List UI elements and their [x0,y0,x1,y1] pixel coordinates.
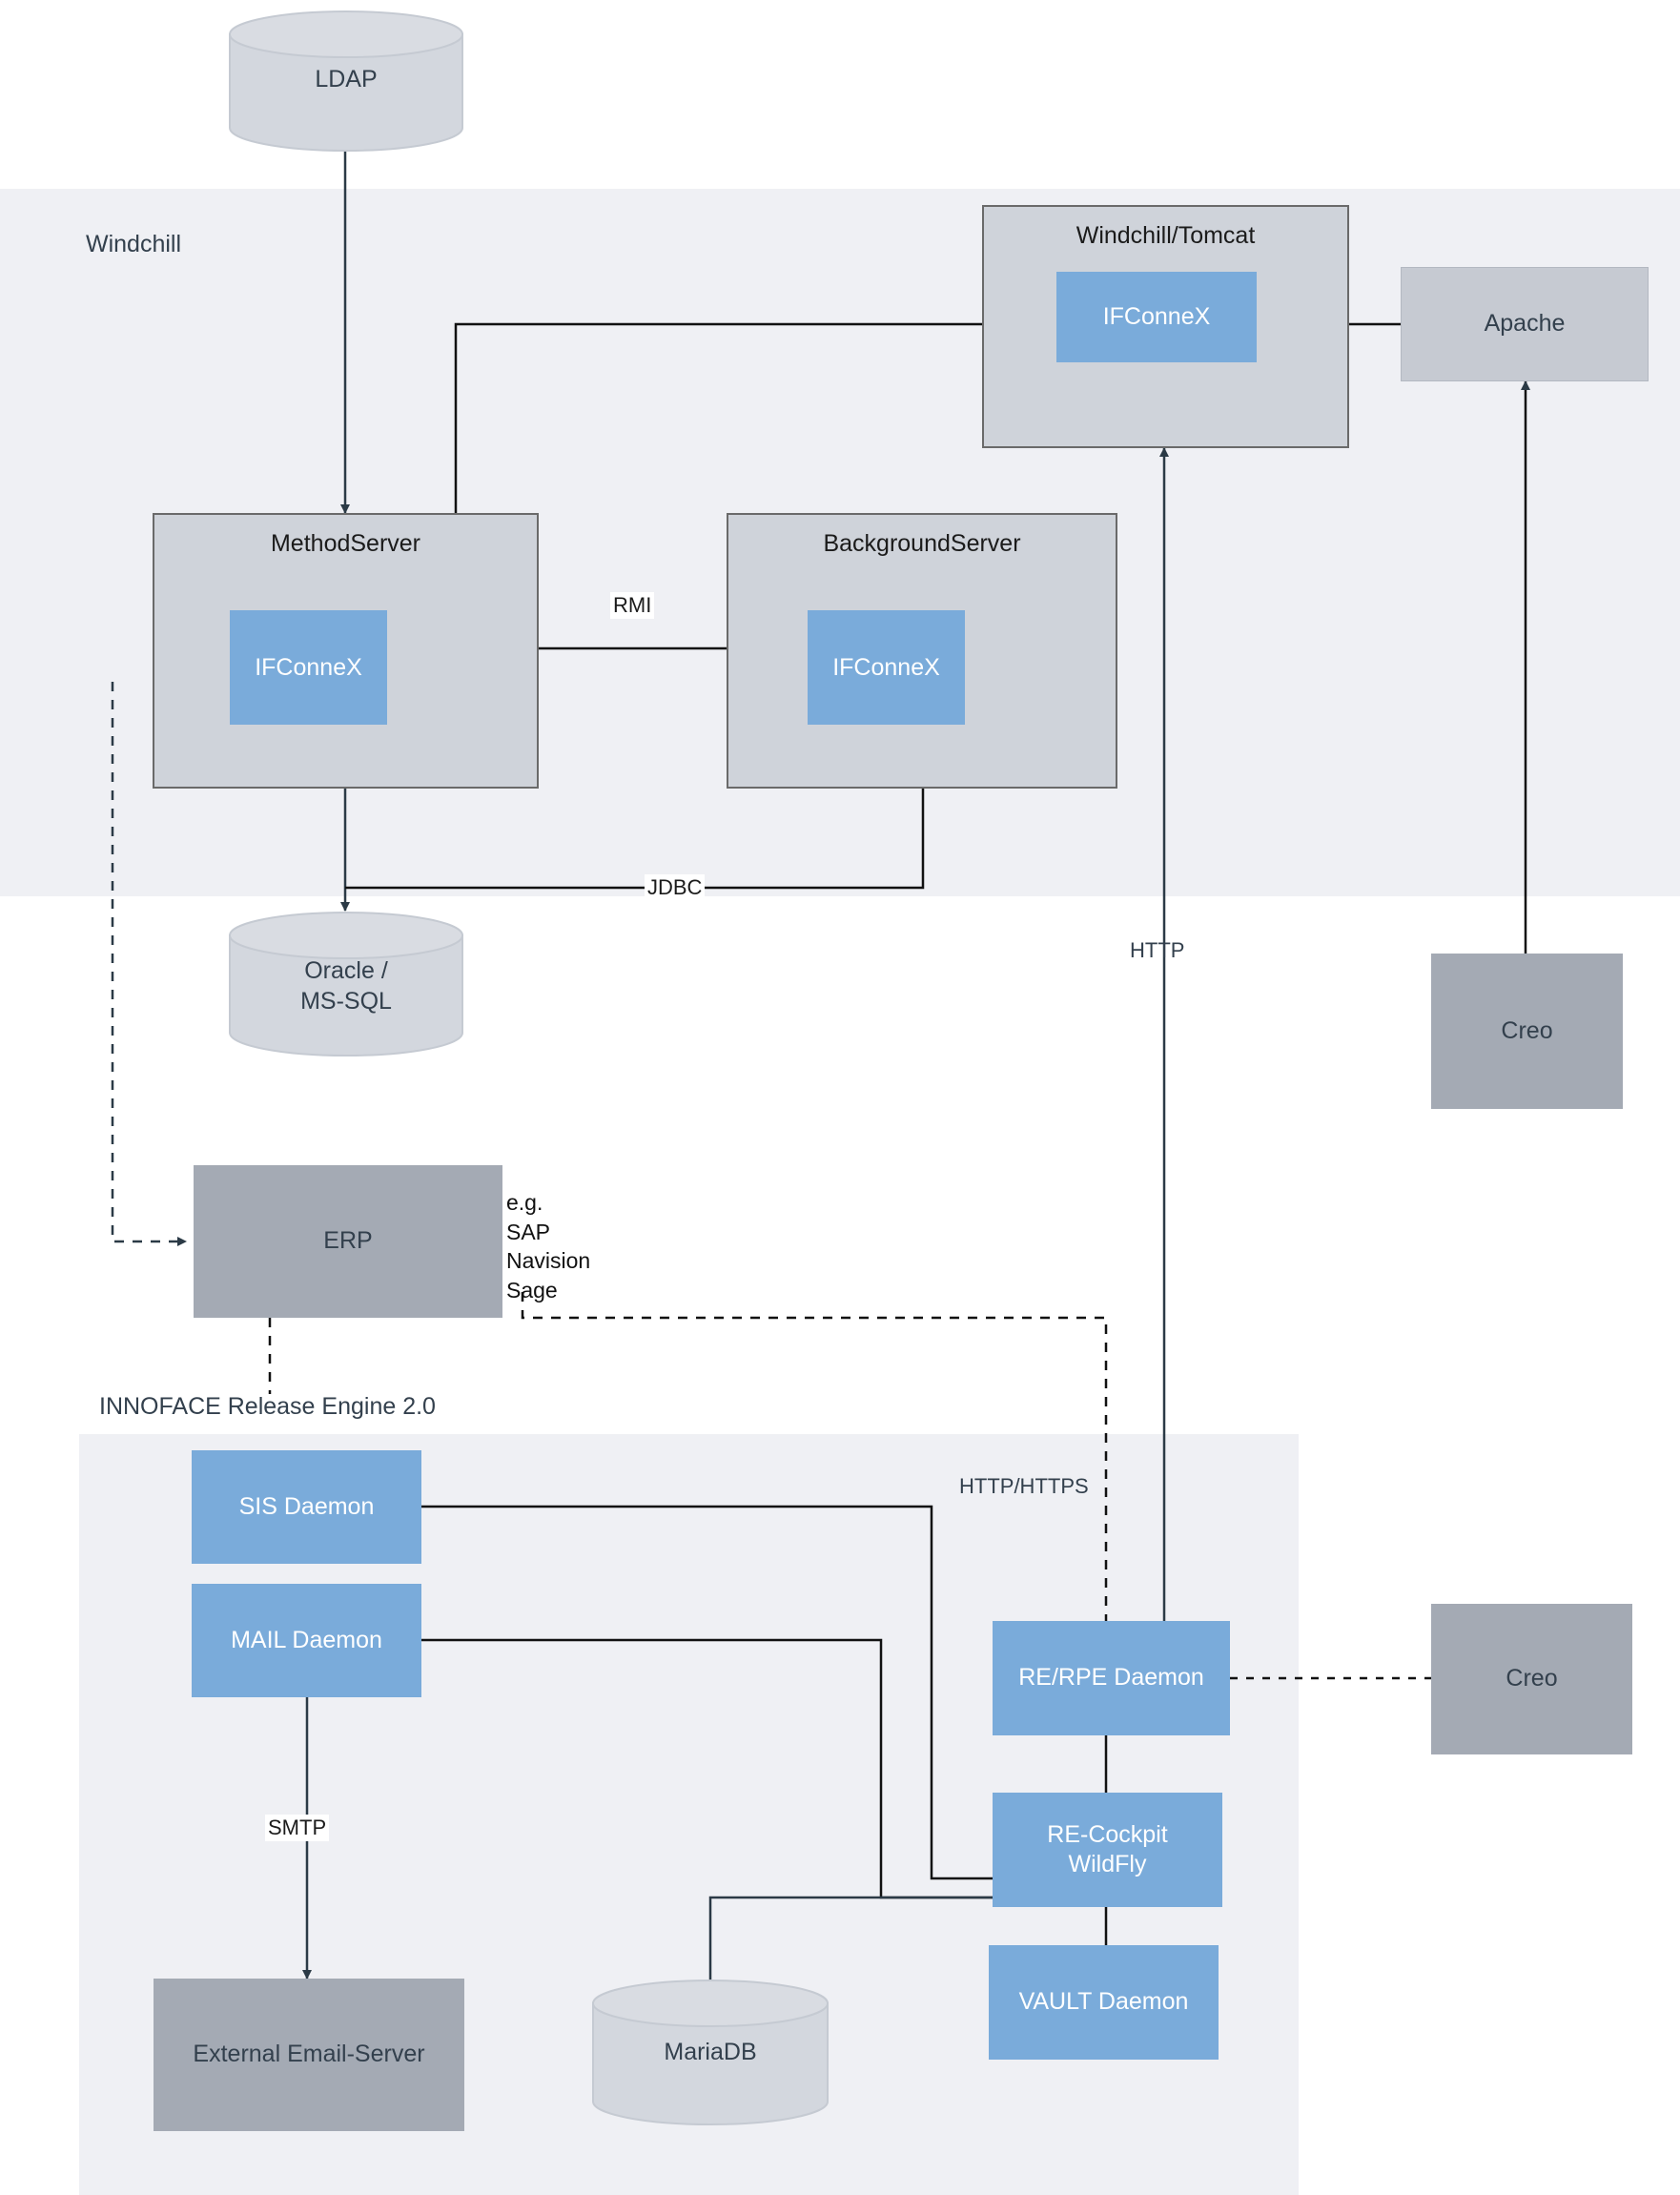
cylinder-icon [229,912,463,1056]
node-background-server-ifconnex[interactable]: IFConneX [808,610,965,725]
cylinder-icon [229,10,463,152]
node-re-cockpit-label-line2: WildFly [1068,1851,1147,1877]
node-method-server-label: MethodServer [270,530,421,557]
node-re-cockpit-wildfly[interactable]: RE-Cockpit WildFly [993,1793,1222,1907]
node-method-server-ifconnex[interactable]: IFConneX [230,610,387,725]
node-background-server[interactable]: BackgroundServer IFConneX [727,513,1117,789]
edge-label-jdbc: JDBC [645,874,706,901]
node-erp[interactable]: ERP [194,1165,502,1318]
node-mail-daemon[interactable]: MAIL Daemon [192,1584,421,1697]
edge-label-rmi: RMI [610,592,655,619]
node-oracle-mssql-label-line1: Oracle / [304,957,388,984]
node-oracle-mssql[interactable]: Oracle / MS-SQL [228,911,464,1058]
node-ldap[interactable]: LDAP [228,10,464,153]
erp-examples-note: e.g. SAP Navision Sage [506,1190,591,1303]
node-sis-daemon[interactable]: SIS Daemon [192,1450,421,1564]
node-sis-daemon-label: SIS Daemon [238,1492,375,1520]
node-external-email-server[interactable]: External Email-Server [154,1979,464,2131]
node-creo-top[interactable]: Creo [1431,954,1623,1109]
node-re-rpe-daemon[interactable]: RE/RPE Daemon [993,1621,1230,1735]
node-windchill-tomcat[interactable]: Windchill/Tomcat IFConneX [982,205,1349,448]
node-windchill-tomcat-ifconnex[interactable]: IFConneX [1056,272,1257,362]
node-background-server-label: BackgroundServer [823,530,1021,557]
node-re-cockpit-label-line1: RE-Cockpit [1047,1820,1168,1848]
node-mariadb-label: MariaDB [664,2039,757,2065]
node-vault-daemon-label: VAULT Daemon [1018,1988,1189,2016]
zone-windchill-label: Windchill [86,231,182,257]
node-mariadb[interactable]: MariaDB [591,1979,830,2127]
node-ldap-label: LDAP [315,66,378,92]
node-external-email-server-label: External Email-Server [193,2041,425,2068]
node-creo-top-label: Creo [1501,1016,1553,1044]
node-apache-label: Apache [1484,310,1566,338]
node-apache[interactable]: Apache [1401,267,1649,381]
edge-label-http: HTTP [1130,938,1185,962]
node-erp-label: ERP [323,1227,373,1255]
node-creo-bottom[interactable]: Creo [1431,1604,1632,1754]
node-windchill-tomcat-label: Windchill/Tomcat [1076,222,1256,249]
node-re-rpe-daemon-label: RE/RPE Daemon [1018,1664,1204,1692]
node-mail-daemon-label: MAIL Daemon [231,1626,382,1653]
node-creo-bottom-label: Creo [1506,1665,1558,1692]
cylinder-icon [592,1980,829,2125]
node-vault-daemon[interactable]: VAULT Daemon [989,1945,1219,2060]
zone-innoface-label: INNOFACE Release Engine 2.0 [99,1393,436,1420]
edge-label-http-https: HTTP/HTTPS [959,1474,1089,1498]
node-oracle-mssql-label-line2: MS-SQL [300,988,392,1015]
node-method-server[interactable]: MethodServer IFConneX [153,513,539,789]
edge-label-smtp: SMTP [265,1815,330,1841]
